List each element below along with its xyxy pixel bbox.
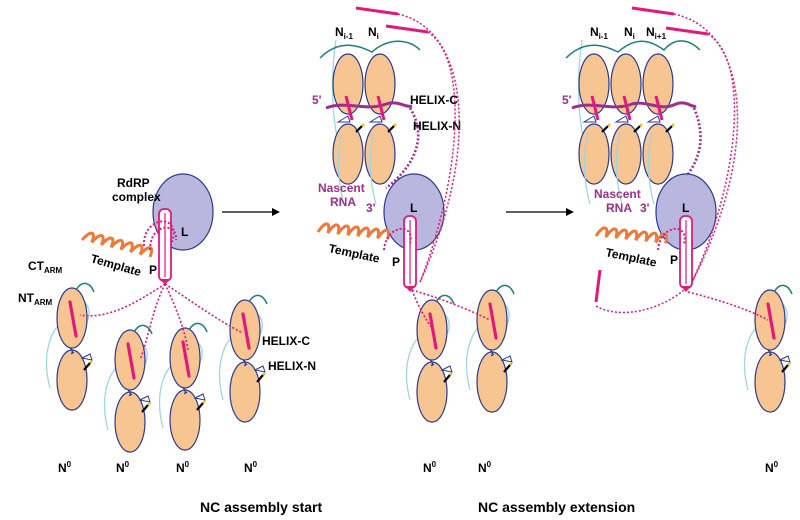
caption-extension: NC assembly extension (478, 499, 635, 515)
nascent-label-p2-line2: RNA (330, 195, 356, 209)
caption-start: NC assembly start (200, 499, 323, 515)
n0-protomer-p2-1 (404, 293, 456, 424)
rdrp-label-line2: complex (112, 190, 161, 204)
n0-label-3: N0 (176, 460, 190, 475)
p-ct-tail-2 (385, 24, 429, 34)
p-label-p3: P (670, 253, 678, 267)
p-protein-p3 (679, 215, 693, 293)
five-prime-label-p3: 5' (562, 93, 572, 107)
nascent-label-p3-line2: RNA (606, 201, 632, 215)
template-label-p3: Template (604, 245, 658, 270)
arrow-1 (222, 208, 280, 216)
nascent-label-p3-line1: Nascent (594, 187, 641, 201)
template-strand-p3 (594, 225, 669, 245)
panel-extension-2: Ni-1 Ni Ni+1 5' L Nascent RNA 3' Templat… (562, 6, 794, 475)
ni-protomer-p3 (609, 52, 644, 206)
n0-protomer-2 (102, 323, 154, 454)
n0-protomer-4 (217, 293, 269, 424)
n0-protomer-p3 (742, 283, 794, 414)
n0-label-p2-2: N0 (478, 460, 492, 475)
ni-label-p2: Ni (368, 25, 379, 41)
ni-plus-1-label: Ni+1 (646, 25, 667, 41)
p-label-p2: P (392, 255, 400, 269)
l-label-p3: L (682, 201, 689, 215)
n0-label-2: N0 (116, 460, 130, 475)
panel-start: L RdRP complex Template P CTARM NTARM HE… (18, 173, 316, 475)
helix-c-label: HELIX-C (262, 334, 310, 348)
p-protein (158, 208, 172, 286)
ni-minus-1-label-p3: Ni-1 (590, 25, 609, 41)
helix-c-label-p2: HELIX-C (410, 93, 458, 107)
nascent-label-p2-line1: Nascent (318, 181, 365, 195)
p-protein-p2 (403, 215, 417, 293)
panel-extension-1: Ni-1 Ni 5' HELIX-C HELIX-N L Nascent RNA… (312, 6, 516, 475)
rdrp-label-line1: RdRP (117, 176, 150, 190)
n0-label-p3: N0 (765, 460, 779, 475)
n0-protomer-1 (44, 281, 96, 412)
helix-n-label: HELIX-N (268, 359, 316, 373)
p-ct-tail-1 (355, 6, 399, 16)
helix-n-label-p2: HELIX-N (413, 119, 461, 133)
n0-label-4: N0 (244, 460, 258, 475)
p-ct-tail-p3-1 (631, 6, 675, 16)
n0-label-1: N0 (58, 460, 72, 475)
three-prime-label-p3: 3' (640, 201, 650, 215)
ni-minus-1-label: Ni-1 (335, 25, 354, 41)
template-label: Template (89, 251, 143, 279)
l-label: L (181, 225, 188, 239)
n0-label-p2-1: N0 (423, 460, 437, 475)
three-prime-label-p2: 3' (366, 201, 376, 215)
p-ct-tail-p3-2 (665, 26, 709, 36)
p-label: P (149, 263, 157, 277)
ct-arm-label: CTARM (28, 259, 63, 275)
template-label-p2: Template (327, 241, 381, 266)
ni-protomer (363, 52, 398, 206)
n0-protomer-p2-2 (464, 283, 516, 414)
five-prime-label-p2: 5' (312, 93, 322, 107)
l-label-p2: L (410, 201, 417, 215)
template-strand-p2 (316, 221, 391, 241)
arrow-2 (506, 208, 574, 216)
ni-minus-1-protomer-p3 (577, 52, 612, 206)
ni-label-p3: Ni (624, 25, 635, 41)
nt-arm-label: NTARM (18, 291, 53, 307)
n0-protomer-3 (157, 321, 209, 452)
p-ct-tail-p3-3 (594, 269, 602, 303)
